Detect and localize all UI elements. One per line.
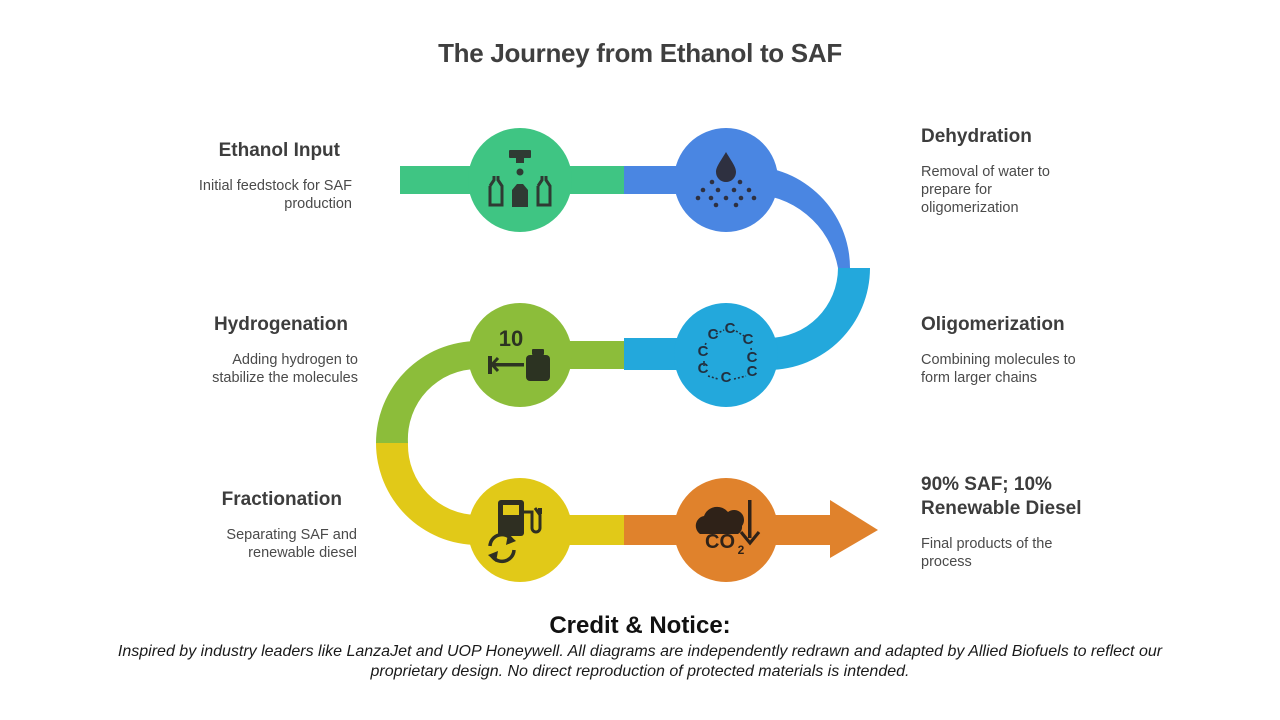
dehydration-curve (748, 166, 870, 268)
step-fractionation: Fractionation Separating SAF and renewab… (160, 488, 357, 562)
flow-arrowhead (830, 500, 878, 558)
oligomerization-node (674, 303, 778, 407)
step-final-products: 90% SAF; 10% Renewable Diesel Final prod… (921, 473, 1121, 571)
credit-title: Credit & Notice: (549, 612, 731, 639)
step-heading: Hydrogenation (213, 314, 348, 335)
svg-text:CO: CO (705, 531, 735, 553)
step-heading: 90% SAF; 10% Renewable Diesel (921, 474, 1082, 519)
hydrogen-tank-icon: 10 (488, 326, 550, 381)
step-description: Adding hydrogen to stabilize the molecul… (212, 352, 358, 386)
carbon-atom-glyph: C (721, 369, 732, 386)
svg-text:2: 2 (738, 543, 745, 557)
fuel-pump-recycle-icon (488, 500, 542, 564)
step-dehydration: Dehydration Removal of water to prepare … (921, 125, 1121, 217)
svg-text:10: 10 (499, 326, 523, 351)
step-heading: Fractionation (221, 489, 342, 510)
hydrogenation-node (468, 303, 572, 407)
step-description: Initial feedstock for SAF production (198, 178, 352, 212)
step-ethanol-input: Ethanol Input Initial feedstock for SAF … (160, 139, 352, 213)
oligomerization-curve (768, 268, 870, 370)
step-heading: Ethanol Input (218, 140, 340, 161)
step-oligomerization: Oligomerization Combining molecules to f… (921, 313, 1121, 387)
credit-notice-text: Inspired by industry leaders like LanzaJ… (117, 643, 1163, 680)
carbon-atom-glyph: C (743, 331, 754, 348)
step-hydrogenation: Hydrogenation Adding hydrogen to stabili… (160, 313, 358, 387)
diagram-title: The Journey from Ethanol to SAF (438, 38, 842, 68)
ethanol-input-node (468, 128, 572, 232)
hydrogenation-curve (376, 341, 478, 443)
fractionation-curve (376, 443, 478, 545)
step-description: Separating SAF and renewable diesel (226, 527, 357, 561)
step-description: Removal of water to prepare for oligomer… (921, 164, 1050, 216)
step-heading: Dehydration (921, 126, 1032, 147)
carbon-atom-glyph: C (747, 349, 758, 366)
step-heading: Oligomerization (921, 314, 1065, 335)
carbon-atom-glyph: C (725, 320, 736, 337)
carbon-atom-glyph: C (698, 343, 709, 360)
water-drop-spray-icon (695, 152, 757, 208)
step-description: Combining molecules to form larger chain… (921, 352, 1076, 386)
carbon-atom-glyph: C (698, 360, 709, 377)
co2-cloud-icon: CO 2 (695, 500, 761, 557)
bottles-icon (488, 150, 552, 207)
carbon-atom-glyph: C (708, 326, 719, 343)
step-description: Final products of the process (921, 536, 1053, 570)
carbon-atom-glyph: C (747, 363, 758, 380)
